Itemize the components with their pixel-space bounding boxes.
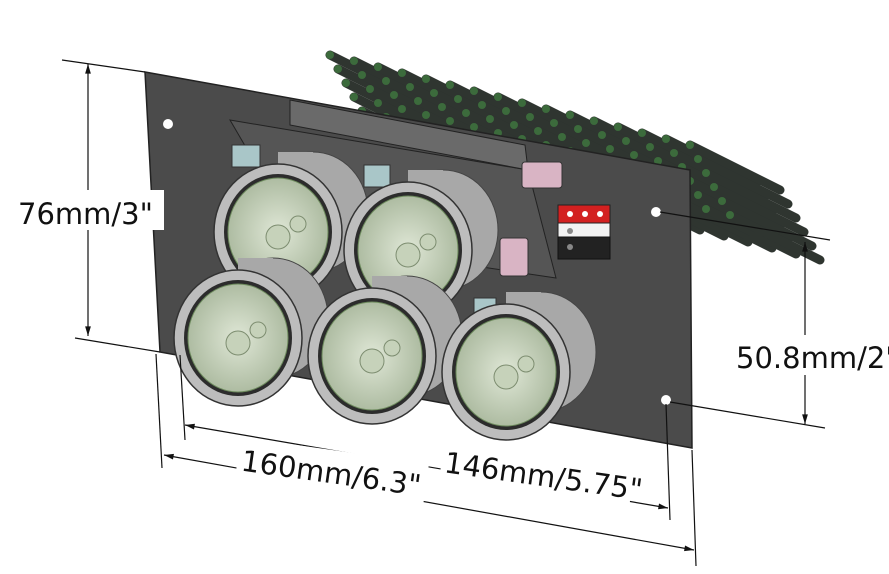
hole-vertical-label: 50.8mm/2": [736, 341, 889, 375]
fin-rod-tip: [422, 75, 430, 83]
fin-rod-tip: [502, 107, 510, 115]
fin-rod-tip: [558, 133, 566, 141]
fin-rod-tip: [710, 183, 718, 191]
gauges: [173, 151, 597, 441]
fin-rod-tip: [718, 197, 726, 205]
fin-rod-tip: [614, 123, 622, 131]
fin-rod-tip: [542, 105, 550, 113]
connector: [499, 237, 529, 277]
gauge: [441, 291, 597, 441]
fin-rod: [693, 154, 793, 209]
fin-rod-tip: [326, 51, 334, 59]
fin-rod-tip: [694, 191, 702, 199]
fin-rod-tip: [478, 101, 486, 109]
fin-rod-tip: [622, 137, 630, 145]
fin-rod-tip: [486, 115, 494, 123]
fin-rod-tip: [646, 143, 654, 151]
fin-rod-tip: [662, 135, 670, 143]
fin-rod-tip: [470, 87, 478, 95]
fin-rod-tip: [534, 127, 542, 135]
mounting-hole: [163, 119, 173, 129]
fin-rod-tip: [550, 119, 558, 127]
fin-rod: [685, 140, 785, 195]
fin-rod-tip: [494, 93, 502, 101]
fin-rod-tip: [566, 111, 574, 119]
fin-rod-tip: [630, 151, 638, 159]
fin-rod-tip: [462, 109, 470, 117]
fin-rod-tip: [374, 99, 382, 107]
fin-rod-tip: [414, 97, 422, 105]
fin-rod-tip: [470, 123, 478, 131]
fin-rod-tip: [430, 89, 438, 97]
height-label: 76mm/3": [18, 197, 153, 231]
fin-rod-tip: [526, 113, 534, 121]
fin-rod-tip: [398, 69, 406, 77]
dimension-height: 76mm/3": [14, 59, 164, 353]
fin-rod-tip: [390, 91, 398, 99]
fin-rod-tip: [398, 105, 406, 113]
fin-rod-tip: [438, 103, 446, 111]
gauge: [307, 275, 463, 425]
led-indicator: [557, 204, 611, 260]
connector: [231, 144, 261, 168]
fin-rod-tip: [702, 205, 710, 213]
fin-rod: [717, 196, 817, 251]
fin-rod: [701, 168, 801, 223]
fin-rod-tip: [358, 71, 366, 79]
fin-rod-tip: [342, 79, 350, 87]
fin-rod-tip: [670, 149, 678, 157]
fin-rod-tip: [446, 117, 454, 125]
fin-rod-tip: [510, 121, 518, 129]
fin-rod-tip: [574, 125, 582, 133]
fin-rod-tip: [590, 117, 598, 125]
fin-rod-tip: [334, 65, 342, 73]
fin-rod-tip: [638, 129, 646, 137]
fin-rod-tip: [374, 63, 382, 71]
connector: [521, 161, 563, 189]
fin-rod-tip: [694, 155, 702, 163]
fin-rod-tip: [350, 57, 358, 65]
fin-rod-tip: [726, 211, 734, 219]
fin-rod-tip: [446, 81, 454, 89]
fin-rod-tip: [702, 169, 710, 177]
mounting-hole: [651, 207, 661, 217]
fin-rod-tip: [598, 131, 606, 139]
fin-rod-tip: [406, 83, 414, 91]
dimension-hole-vertical: 50.8mm/2": [659, 211, 889, 429]
fin-rod-tip: [422, 111, 430, 119]
fin-rod-tip: [382, 77, 390, 85]
connector: [363, 164, 391, 188]
fin-rod-tip: [366, 85, 374, 93]
fin-rod: [677, 198, 777, 253]
fin-rod-tip: [454, 95, 462, 103]
fin-rod-tip: [654, 157, 662, 165]
fin-rod-tip: [686, 141, 694, 149]
fin-rod: [709, 182, 809, 237]
fin-rod-tip: [582, 139, 590, 147]
fin-rod: [701, 204, 801, 259]
fin-rod-tip: [350, 93, 358, 101]
mounting-hole: [661, 395, 671, 405]
fin-rod-tip: [518, 99, 526, 107]
fin-rod-tip: [606, 145, 614, 153]
